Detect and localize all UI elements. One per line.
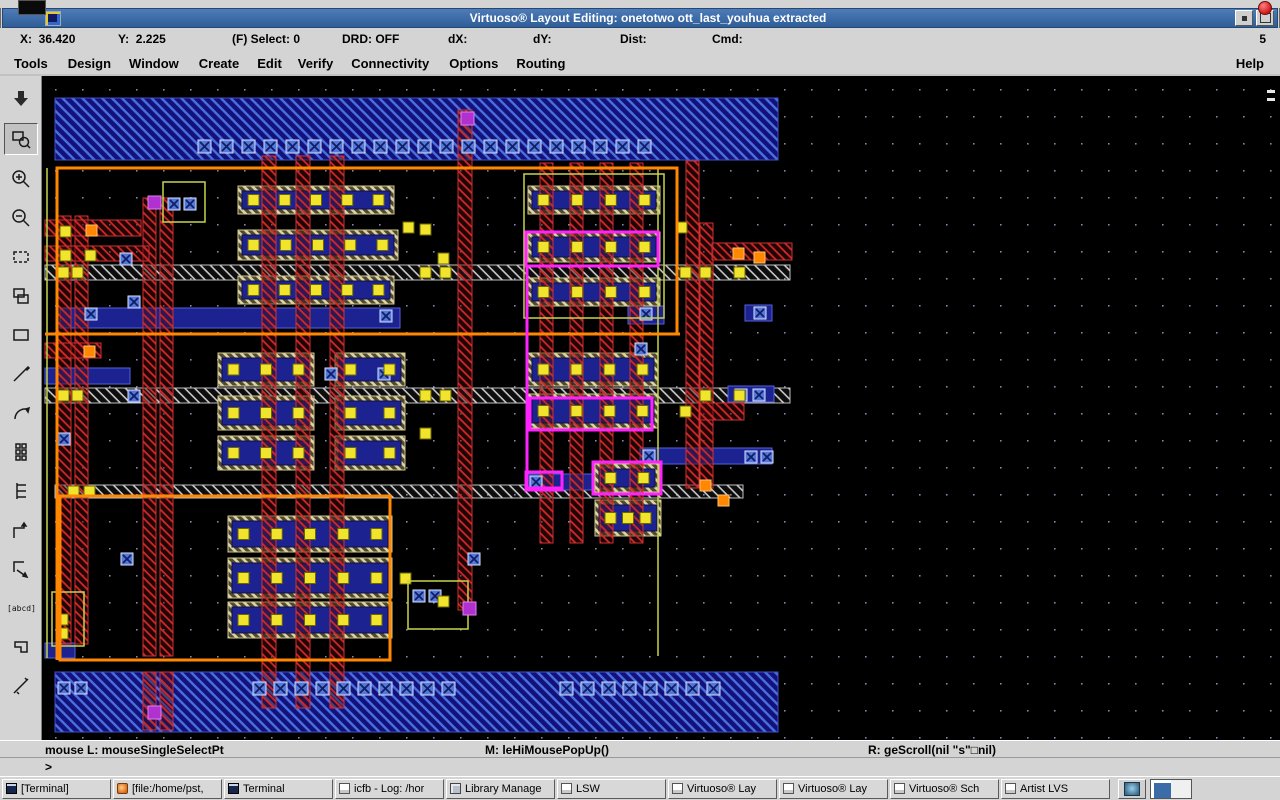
menu-options[interactable]: Options (445, 53, 502, 74)
taskbar-item-virtuoso-layout-2[interactable]: Virtuoso® Lay (779, 779, 888, 799)
taskbar-item-label: LSW (576, 783, 600, 795)
binding-middle: M: leHiMousePopUp() (485, 743, 609, 757)
taskbar-item-label: Library Manage (465, 783, 541, 795)
frame-applet (18, 0, 46, 15)
stretch-icon[interactable] (5, 242, 37, 272)
zoom-in-icon[interactable] (5, 164, 37, 194)
window-title: Virtuoso® Layout Editing: onetotwo ott_l… (61, 11, 1235, 25)
taskbar-item-terminal[interactable]: Terminal (224, 779, 333, 799)
mouse-bindings-bar: mouse L: mouseSingleSelectPt M: leHiMous… (0, 740, 1280, 758)
menu-connectivity[interactable]: Connectivity (347, 53, 433, 74)
label-icon[interactable]: [abcd] (5, 593, 37, 623)
via-array-icon[interactable] (5, 437, 37, 467)
taskbar-item-label: Virtuoso® Lay (687, 783, 756, 795)
tray-applet-icon (1124, 782, 1140, 796)
close-icon[interactable] (1258, 1, 1272, 15)
taskbar-item-lsw[interactable]: LSW (557, 779, 666, 799)
title-bar[interactable]: Virtuoso® Layout Editing: onetotwo ott_l… (2, 8, 1278, 28)
status-y: Y: 2.225 (118, 32, 166, 46)
menu-bar: Tools Design Window Create Edit Verify C… (0, 50, 1280, 77)
wire-icon[interactable] (5, 515, 37, 545)
status-x: X: 36.420 (20, 32, 75, 46)
taskbar-item-file-manager[interactable]: [file:/home/pst, (113, 779, 222, 799)
window-icon (1005, 783, 1016, 794)
minimize-button[interactable] (1235, 10, 1253, 26)
window-icon (672, 783, 683, 794)
layout-svg[interactable] (42, 76, 1280, 740)
taskbar-item-label: Artist LVS (1020, 783, 1068, 795)
file-manager-icon (117, 783, 128, 794)
taskbar-item-label: [Terminal] (21, 783, 69, 795)
zoom-out-icon[interactable] (5, 203, 37, 233)
menu-edit[interactable]: Edit (253, 53, 286, 74)
workspace-cell-active[interactable] (1151, 780, 1171, 798)
slash-icon[interactable] (5, 671, 37, 701)
menu-help[interactable]: Help (1232, 53, 1268, 74)
zoom-to-box-icon[interactable] (4, 123, 38, 155)
window-icon (783, 783, 794, 794)
menu-routing[interactable]: Routing (512, 53, 569, 74)
tray-applet-button[interactable] (1118, 779, 1146, 799)
taskbar-item-icfb-log[interactable]: icfb - Log: /hor (335, 779, 444, 799)
taskbar-item-terminal-min[interactable]: [Terminal] (2, 779, 111, 799)
binding-right: R: geScroll(nil "s"□nil) (868, 743, 996, 757)
tool-palette: [abcd] (0, 76, 42, 740)
terminal-icon (6, 783, 17, 794)
path-icon[interactable] (5, 359, 37, 389)
menu-tools[interactable]: Tools (10, 53, 52, 74)
taskbar-item-virtuoso-layout-1[interactable]: Virtuoso® Lay (668, 779, 777, 799)
status-select: (F) Select: 0 (232, 32, 300, 46)
window-frame-top (0, 0, 1280, 8)
status-dy: dY: (533, 32, 551, 46)
place-instance-icon[interactable] (5, 84, 37, 114)
status-bar: X: 36.420 Y: 2.225 (F) Select: 0 DRD: OF… (0, 28, 1280, 51)
workspace-pager[interactable] (1150, 779, 1192, 799)
window-icon (894, 783, 905, 794)
copy-icon[interactable] (5, 281, 37, 311)
status-dist: Dist: (620, 32, 647, 46)
ruler-icon[interactable] (5, 554, 37, 584)
taskbar-item-virtuoso-schematic[interactable]: Virtuoso® Sch (890, 779, 999, 799)
taskbar-item-label: Virtuoso® Sch (909, 783, 979, 795)
prompt-char: > (45, 760, 52, 774)
taskbar-item-artist-lvs[interactable]: Artist LVS (1001, 779, 1110, 799)
taskbar-item-label: [file:/home/pst, (132, 783, 204, 795)
library-manager-icon (450, 783, 461, 794)
menu-verify[interactable]: Verify (294, 53, 337, 74)
terminal-icon (228, 783, 239, 794)
taskbar-item-library-manager[interactable]: Library Manage (446, 779, 555, 799)
status-cmd: Cmd: (712, 32, 743, 46)
arc-icon[interactable] (5, 398, 37, 428)
rectangle-icon[interactable] (5, 320, 37, 350)
taskbar-item-label: Virtuoso® Lay (798, 783, 867, 795)
menu-create[interactable]: Create (195, 53, 243, 74)
command-prompt[interactable]: > (0, 757, 1280, 777)
workspace-cell[interactable] (1171, 780, 1191, 798)
status-drd: DRD: OFF (342, 32, 399, 46)
polygon-icon[interactable] (5, 632, 37, 662)
main-area: [abcd] (0, 76, 1280, 740)
menu-window[interactable]: Window (125, 53, 183, 74)
pin-icon[interactable] (5, 476, 37, 506)
log-window-icon (339, 783, 350, 794)
status-right-value: 5 (1259, 32, 1266, 46)
binding-left: mouse L: mouseSingleSelectPt (45, 743, 224, 757)
app-icon (45, 11, 61, 26)
label-icon-text: [abcd] (7, 604, 36, 613)
taskbar: [Terminal] [file:/home/pst, Terminal icf… (0, 776, 1280, 800)
minimize-icon (1242, 16, 1247, 21)
menu-design[interactable]: Design (64, 53, 115, 74)
taskbar-item-label: icfb - Log: /hor (354, 783, 424, 795)
status-dx: dX: (448, 32, 467, 46)
window-icon (561, 783, 572, 794)
taskbar-item-label: Terminal (243, 783, 285, 795)
layout-canvas[interactable] (42, 76, 1280, 740)
